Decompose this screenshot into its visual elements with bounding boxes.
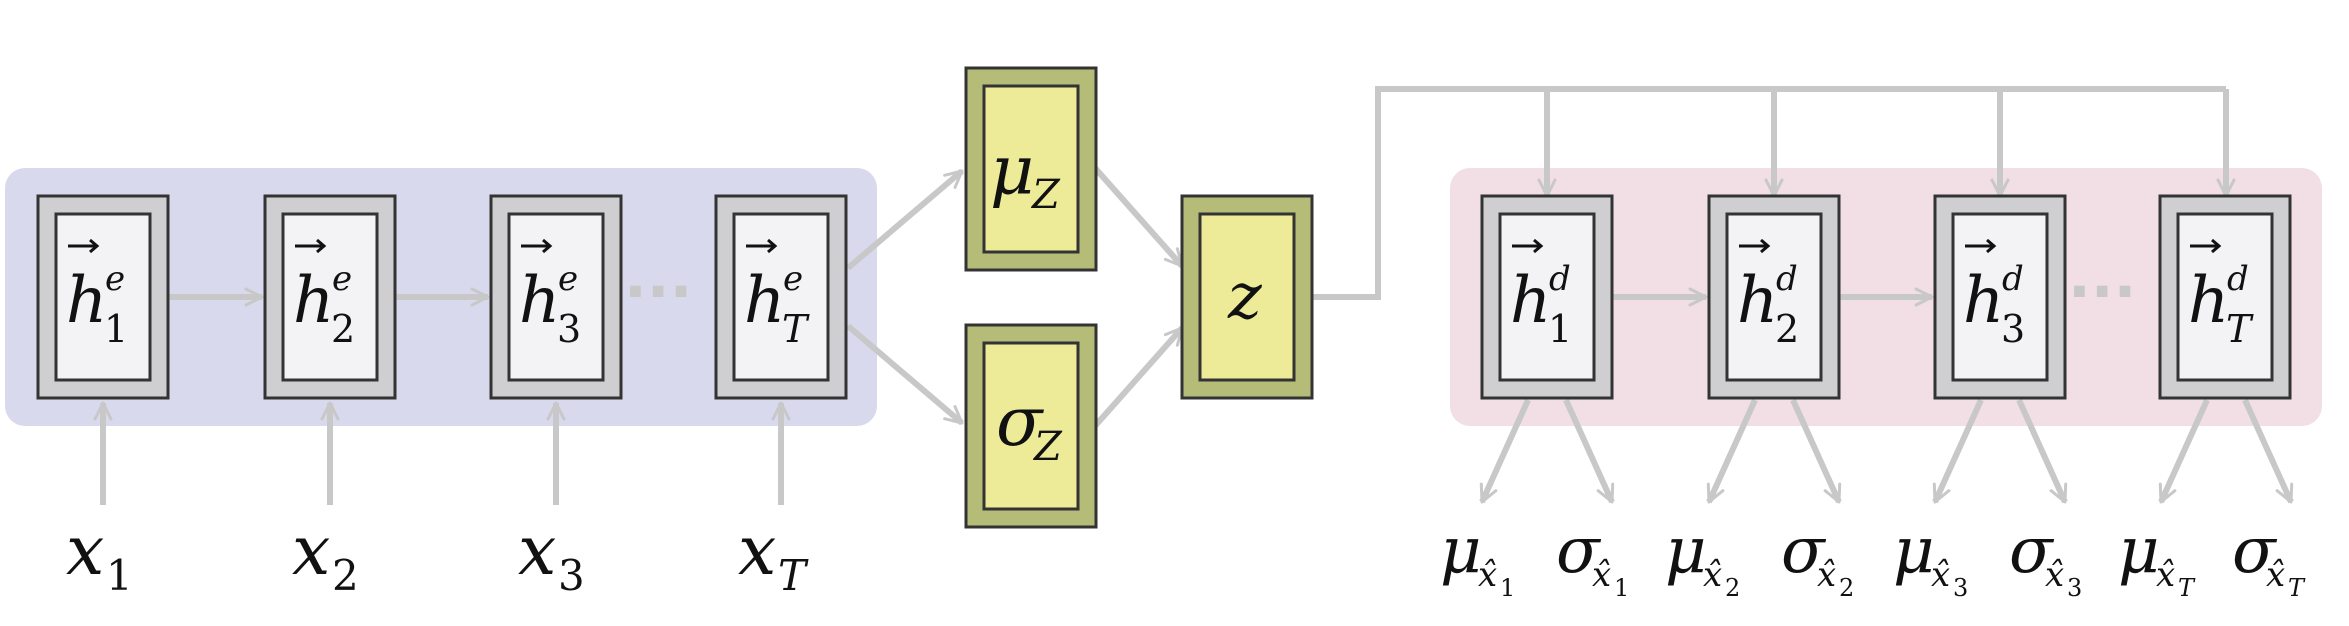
svg-text:d: d xyxy=(2002,259,2024,299)
decoder-cell-3: h d 3 xyxy=(1933,194,2067,400)
svg-text:x̂: x̂ xyxy=(2045,555,2064,595)
decoder-output-1: μ x̂ 1 σ x̂ 1 xyxy=(1440,514,1629,602)
svg-text:2: 2 xyxy=(1839,574,1854,602)
svg-text:h: h xyxy=(1510,264,1551,338)
svg-text:x: x xyxy=(518,512,556,591)
vector-arrow-icon xyxy=(2190,238,2222,254)
svg-text:x̂: x̂ xyxy=(1931,555,1950,595)
svg-text:h: h xyxy=(66,264,107,338)
svg-text:x: x xyxy=(292,512,330,591)
svg-text:σ: σ xyxy=(1781,514,1827,588)
svg-text:x̂: x̂ xyxy=(1592,555,1611,595)
svg-text:1: 1 xyxy=(104,307,128,351)
z-broadcast-connector xyxy=(1311,86,2236,300)
vector-arrow-icon xyxy=(68,238,100,254)
svg-text:σ: σ xyxy=(2009,514,2055,588)
svg-text:3: 3 xyxy=(1953,574,1968,602)
svg-text:1: 1 xyxy=(1548,307,1572,351)
svg-text:x̂: x̂ xyxy=(1703,555,1722,595)
svg-text:3: 3 xyxy=(2067,574,2082,602)
svg-text:x̂: x̂ xyxy=(2156,555,2175,595)
svg-text:x̂: x̂ xyxy=(1817,555,1836,595)
svg-text:h: h xyxy=(293,264,334,338)
decoder-ellipsis: ··· xyxy=(2068,257,2136,327)
svg-text:e: e xyxy=(558,259,578,299)
vector-arrow-icon xyxy=(1739,238,1771,254)
svg-text:e: e xyxy=(105,259,125,299)
decoder-output-2: μ x̂ 2 σ x̂ 2 xyxy=(1665,514,1854,602)
svg-text:T: T xyxy=(782,307,810,351)
vector-arrow-icon xyxy=(295,238,327,254)
vector-arrow-icon xyxy=(1512,238,1544,254)
svg-text:2: 2 xyxy=(1725,574,1740,602)
encoder-input-x3: x 3 xyxy=(518,512,585,600)
svg-text:h: h xyxy=(519,264,560,338)
decoder-output-arrows xyxy=(1479,398,2294,504)
encoder-input-x2: x 2 xyxy=(292,512,359,600)
svg-text:1: 1 xyxy=(1614,574,1629,602)
vector-arrow-icon xyxy=(521,238,553,254)
encoder-cell-1: h e 1 xyxy=(36,194,170,400)
sigma-z-box: σ Z xyxy=(964,323,1098,529)
encoder-cell-2: h e 2 xyxy=(263,194,397,400)
encoder-ellipsis: ··· xyxy=(624,257,692,327)
svg-text:e: e xyxy=(332,259,352,299)
svg-text:μ: μ xyxy=(2118,514,2160,588)
svg-text:3: 3 xyxy=(557,307,581,351)
svg-text:σ: σ xyxy=(2232,514,2278,588)
svg-text:T: T xyxy=(2178,574,2196,602)
svg-text:h: h xyxy=(2188,264,2229,338)
svg-text:d: d xyxy=(1549,259,1571,299)
decoder-cell-1: h d 1 xyxy=(1480,194,1614,400)
encoder-cell-T: h e T xyxy=(714,194,848,400)
svg-text:x̂: x̂ xyxy=(2266,555,2285,595)
latent-to-z-arrows xyxy=(1092,166,1185,428)
svg-text:h: h xyxy=(1963,264,2004,338)
svg-text:μ: μ xyxy=(1440,514,1482,588)
z-box: z xyxy=(1180,194,1314,400)
svg-text:μ: μ xyxy=(990,132,1034,211)
svg-text:x̂: x̂ xyxy=(1478,555,1497,595)
decoder-output-3: μ x̂ 3 σ x̂ 3 xyxy=(1893,514,2082,602)
svg-text:T: T xyxy=(778,551,809,600)
svg-text:μ: μ xyxy=(1893,514,1935,588)
encoder-cell-3: h e 3 xyxy=(489,194,623,400)
svg-text:T: T xyxy=(2226,307,2254,351)
decoder-output-T: μ x̂ T σ x̂ T xyxy=(2118,514,2306,602)
decoder-cell-T: h d T xyxy=(2158,194,2292,400)
encoder-to-latent-arrows xyxy=(846,168,964,426)
svg-text:μ: μ xyxy=(1665,514,1707,588)
encoder-input-xT: x T xyxy=(738,512,809,600)
svg-text:x: x xyxy=(738,512,776,591)
svg-text:Z: Z xyxy=(1030,172,1061,218)
svg-text:T: T xyxy=(2288,574,2306,602)
svg-text:h: h xyxy=(1737,264,1778,338)
svg-text:σ: σ xyxy=(1556,514,1602,588)
svg-text:d: d xyxy=(2227,259,2249,299)
svg-text:Z: Z xyxy=(1032,424,1063,470)
svg-text:h: h xyxy=(744,264,785,338)
svg-text:z: z xyxy=(1227,260,1263,334)
svg-text:d: d xyxy=(1776,259,1798,299)
encoder-input-arrows xyxy=(93,401,791,505)
decoder-cell-2: h d 2 xyxy=(1707,194,1841,400)
svg-text:2: 2 xyxy=(1775,307,1799,351)
encoder-input-x1: x 1 xyxy=(66,512,133,600)
vector-arrow-icon xyxy=(746,238,778,254)
svg-text:2: 2 xyxy=(332,551,359,600)
vector-arrow-icon xyxy=(1965,238,1997,254)
mu-z-box: μ Z xyxy=(964,66,1098,272)
svg-text:2: 2 xyxy=(331,307,355,351)
svg-text:e: e xyxy=(783,259,803,299)
svg-text:σ: σ xyxy=(996,383,1044,462)
svg-text:3: 3 xyxy=(2001,307,2025,351)
svg-text:1: 1 xyxy=(106,551,133,600)
svg-text:x: x xyxy=(66,512,104,591)
svg-text:1: 1 xyxy=(1500,574,1515,602)
svg-text:3: 3 xyxy=(558,551,585,600)
